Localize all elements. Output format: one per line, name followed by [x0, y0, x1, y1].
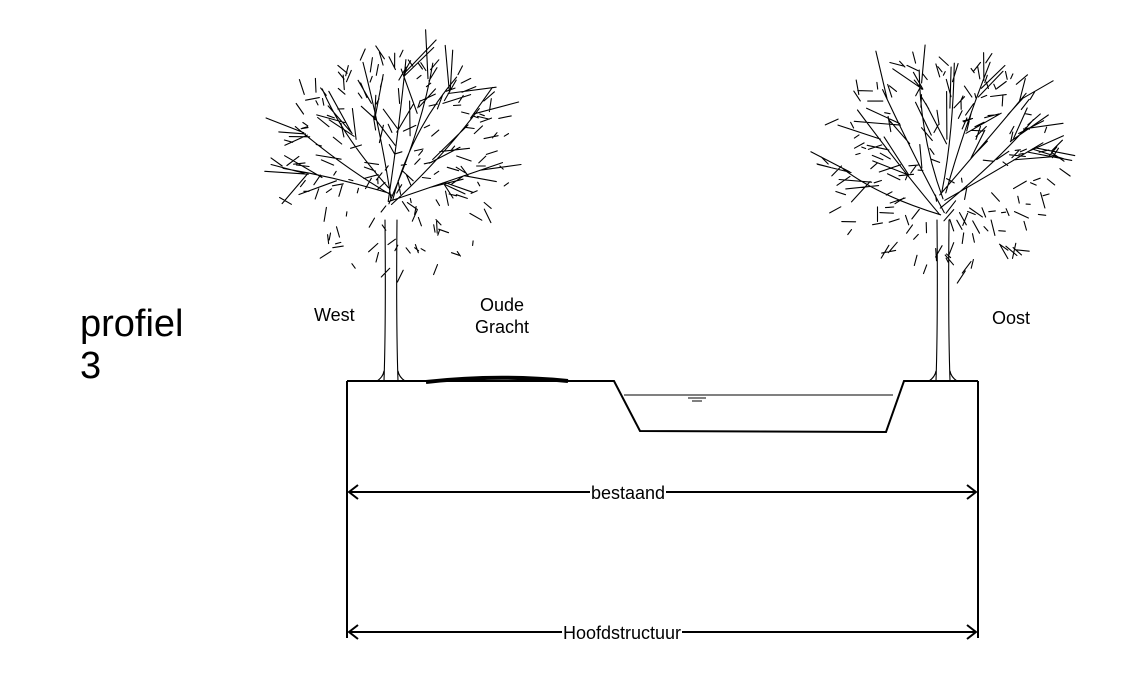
label-oude-line2: Gracht: [474, 317, 530, 337]
profile-title-line1: profiel: [80, 303, 184, 345]
profile-title: profiel 3: [80, 303, 184, 387]
label-oost: Oost: [992, 308, 1031, 328]
dimension-label-hoofdstructuur: Hoofdstructuur: [562, 623, 683, 643]
tree-branches: [810, 44, 1076, 382]
paved-path: [425, 375, 569, 384]
label-west: West: [314, 305, 355, 325]
tree-east: [810, 44, 1076, 382]
profile-title-line2: 3: [80, 345, 102, 387]
ground-surface: [347, 380, 978, 434]
label-oude-gracht: Oude Gracht: [462, 294, 542, 338]
label-oude-line1: Oude: [479, 295, 525, 315]
tree-branches: [264, 29, 522, 382]
water-level: [624, 394, 893, 402]
dimension-label-bestaand: bestaand: [590, 483, 667, 503]
profile-outline: [346, 380, 979, 638]
tree-west: [264, 29, 522, 382]
